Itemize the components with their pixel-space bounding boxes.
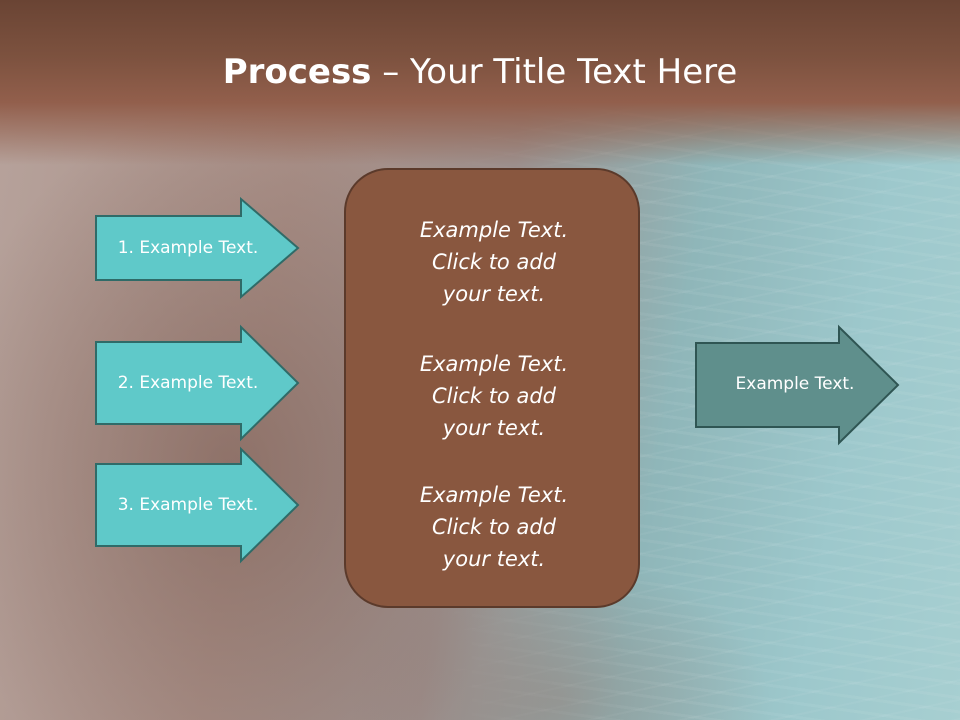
title-bold: Process — [222, 52, 372, 92]
input-arrow-label: 1. Example Text. — [117, 238, 259, 258]
input-arrow-1[interactable]: 1. Example Text. — [95, 196, 300, 300]
center-paragraph-3: Example Text. Click to add your text. — [419, 483, 569, 571]
arrow-shape — [95, 446, 300, 564]
arrow-shape — [95, 196, 300, 300]
arrow-shape — [95, 324, 300, 442]
input-arrow-label: 3. Example Text. — [117, 495, 259, 515]
input-arrow-2[interactable]: 2. Example Text. — [95, 324, 300, 442]
input-arrow-label: 2. Example Text. — [117, 373, 259, 393]
output-arrow-label: Example Text. — [735, 374, 855, 394]
title-rest: – Your Title Text Here — [371, 52, 738, 92]
slide-title[interactable]: Process – Your Title Text Here — [0, 52, 960, 92]
output-arrow[interactable]: Example Text. — [695, 324, 900, 446]
arrow-shape — [695, 324, 900, 446]
center-paragraph-1: Example Text. Click to add your text. — [419, 218, 569, 306]
center-text-box[interactable]: Example Text. Click to add your text. Ex… — [344, 168, 640, 608]
center-paragraph-2: Example Text. Click to add your text. — [419, 352, 569, 440]
input-arrow-3[interactable]: 3. Example Text. — [95, 446, 300, 564]
title-band — [0, 0, 960, 165]
